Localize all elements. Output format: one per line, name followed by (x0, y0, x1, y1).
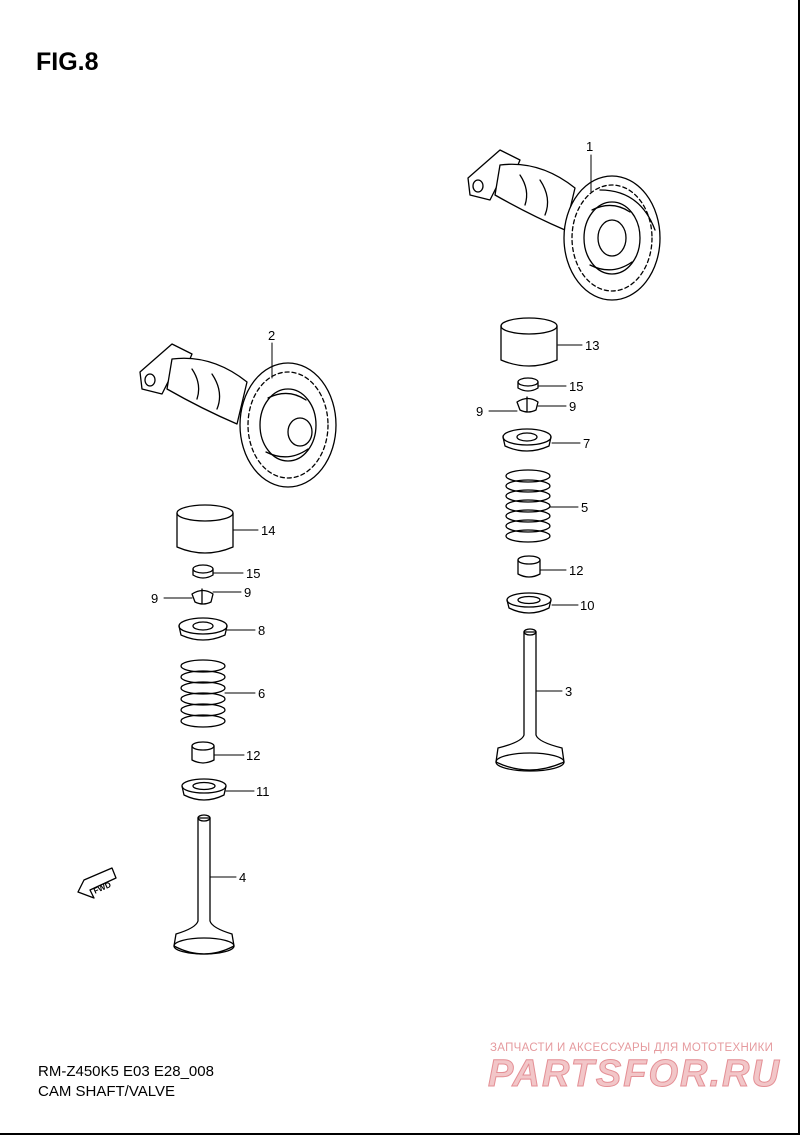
spring-5 (505, 469, 551, 543)
tappet-13 (500, 317, 558, 367)
seat-11 (181, 778, 227, 801)
valve-3 (495, 628, 565, 772)
callout-15-right: 15 (569, 379, 583, 394)
retainer-8 (178, 617, 228, 641)
watermark-logo: PARTSFOR.RU (488, 1053, 781, 1096)
callout-1: 1 (586, 139, 593, 154)
seal-12-right (517, 555, 541, 578)
callout-11: 11 (256, 784, 270, 799)
callout-9-left-left: 9 (151, 591, 158, 606)
tappet-14 (176, 504, 234, 554)
valve-4 (173, 814, 235, 955)
callout-2: 2 (268, 328, 275, 343)
callout-9-right-left: 9 (476, 404, 483, 419)
callout-14: 14 (261, 523, 275, 538)
seal-12-left (191, 741, 215, 764)
callout-9-right-right: 9 (569, 399, 576, 414)
cotter-9-left (191, 588, 214, 605)
figure-title: FIG.8 (36, 48, 99, 76)
callout-7: 7 (583, 436, 590, 451)
callout-12-right: 12 (569, 563, 583, 578)
seat-10 (506, 592, 552, 614)
callout-5: 5 (581, 500, 588, 515)
callout-13: 13 (585, 338, 599, 353)
fwd-arrow-icon (77, 867, 117, 899)
retainer-7 (502, 428, 552, 452)
callout-4: 4 (239, 870, 246, 885)
shim-15-left (192, 564, 214, 579)
callout-12-left: 12 (246, 748, 260, 763)
cotter-9-right (516, 396, 539, 413)
callout-9-left-right: 9 (244, 585, 251, 600)
camshaft-1 (467, 149, 661, 301)
camshaft-2 (139, 343, 337, 488)
watermark-subtitle: ЗАПЧАСТИ И АКСЕССУАРЫ ДЛЯ МОТОТЕХНИКИ (490, 1042, 774, 1054)
spring-6 (180, 659, 226, 728)
callout-15-left: 15 (246, 566, 260, 581)
callout-10: 10 (580, 598, 594, 613)
callout-8: 8 (258, 623, 265, 638)
callout-3: 3 (565, 684, 572, 699)
callout-6: 6 (258, 686, 265, 701)
part-group-name: CAM SHAFT/VALVE (38, 1083, 175, 1100)
shim-15-right (517, 377, 539, 392)
model-code: RM-Z450K5 E03 E28_008 (38, 1063, 214, 1080)
